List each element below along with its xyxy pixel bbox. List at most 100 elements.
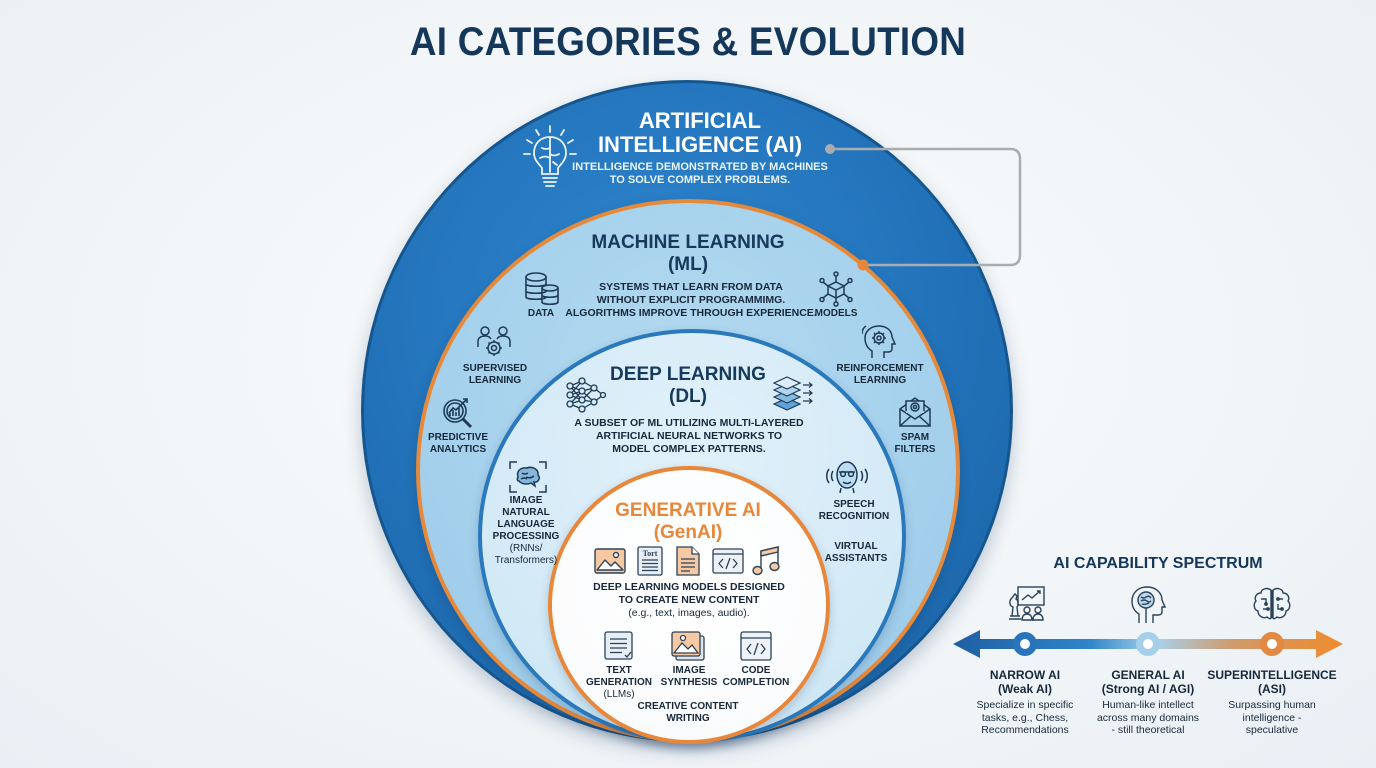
label-subline: Transformers) bbox=[494, 555, 558, 566]
ml-heading-line1: MACHINE LEARNING bbox=[591, 232, 785, 253]
users-gear-icon bbox=[476, 325, 512, 359]
spectrum-stage-general-ai: GENERAL AI (Strong AI / AGI) Human-like … bbox=[1073, 668, 1223, 737]
envelope-at-icon bbox=[898, 396, 932, 428]
document-icon bbox=[676, 546, 700, 576]
genai-heading: GENERATIVE AI (GenAI) bbox=[588, 500, 788, 544]
magnifier-chart-icon bbox=[441, 396, 475, 430]
label-line1: REINFORCEMENT bbox=[836, 363, 924, 374]
image-icon bbox=[594, 548, 626, 574]
dl-desc-line2: ARTIFICIAL NEURAL NETWORKS TO bbox=[595, 430, 783, 442]
spectrum-title: AI CAPABILITY SPECTRUM bbox=[1053, 555, 1263, 572]
dl-item-speech-recognition: SPEECH RECOGNITION bbox=[806, 499, 902, 523]
label-line1: SPAM bbox=[900, 432, 930, 443]
spectrum-arrow bbox=[953, 630, 1343, 658]
dl-description: A SUBSET OF ML UTILIZING MULTI-LAYERED A… bbox=[558, 417, 820, 456]
genai-item-code-completion: CODE COMPLETION bbox=[718, 665, 794, 689]
desc-line: Specialize in specific bbox=[976, 699, 1074, 711]
dl-heading-line2: (DL) bbox=[669, 386, 707, 407]
label-line2: FILTERS bbox=[894, 444, 936, 455]
dl-heading: DEEP LEARNING (DL) bbox=[588, 364, 788, 408]
page-title: AI CATEGORIES & EVOLUTION bbox=[409, 20, 967, 64]
database-icon bbox=[524, 271, 560, 307]
genai-desc-line3: (e.g., text, images, audio). bbox=[628, 607, 750, 619]
desc-line: Surpassing human bbox=[1228, 699, 1316, 711]
stage-description: Surpassing human intelligence - speculat… bbox=[1197, 699, 1347, 737]
desc-line: across many domains bbox=[1096, 711, 1200, 724]
stage-subname: (ASI) bbox=[1258, 682, 1286, 696]
desc-line: speculative bbox=[1245, 724, 1299, 736]
ml-item-spam-filters: SPAM FILTERS bbox=[880, 432, 950, 456]
genai-desc-line2: TO CREATE NEW CONTENT bbox=[618, 594, 760, 606]
dl-desc-line1: A SUBSET OF ML UTILIZING MULTI-LAYERED bbox=[574, 417, 804, 429]
code-window-icon bbox=[740, 631, 772, 661]
label-line: RECOGNITION bbox=[818, 511, 890, 522]
label-line1: TEXT bbox=[606, 665, 632, 676]
label-line2: WRITING bbox=[666, 713, 710, 724]
dl-desc-line3: MODEL COMPLEX PATTERNS. bbox=[612, 443, 766, 455]
label-line1: IMAGE bbox=[672, 665, 706, 676]
ai-heading-line2: INTELLIGENCE (AI) bbox=[597, 132, 803, 157]
ml-desc-line2: WITHOUT EXPLICIT PROGRAMMIMG. bbox=[596, 294, 786, 306]
genai-item-image-synthesis: IMAGE SYNTHESIS bbox=[652, 665, 726, 689]
stage-name: GENERAL AI bbox=[1111, 668, 1185, 682]
ml-desc-line1: SYSTEMS THAT LEARN FROM DATA bbox=[599, 281, 783, 293]
ai-desc-line2: TO SOLVE COMPLEX PROBLEMS. bbox=[609, 174, 791, 186]
label-line2: ANALYTICS bbox=[429, 444, 487, 455]
stage-description: Specialize in specific tasks, e.g., Ches… bbox=[950, 699, 1100, 737]
chess-presentation-icon bbox=[1004, 586, 1046, 622]
label-line1: CODE bbox=[741, 665, 771, 676]
ml-desc-line3: ALGORITHMS IMPROVE THROUGH EXPERIENCE. bbox=[565, 307, 817, 319]
desc-line: tasks, e.g., Chess, bbox=[981, 711, 1069, 724]
label-line: VIRTUAL bbox=[834, 541, 878, 552]
label-line1: SUPERVISED bbox=[462, 363, 528, 374]
ml-item-predictive-analytics: PREDICTIVE ANALYTICS bbox=[418, 432, 498, 456]
brain-circuit-icon bbox=[1253, 587, 1291, 621]
stage-subname: (Weak AI) bbox=[997, 682, 1052, 696]
genai-item-creative-content-writing: CREATIVE CONTENT WRITING bbox=[628, 701, 748, 725]
label-line1: PREDICTIVE bbox=[427, 432, 488, 443]
stage-subname: (Strong AI / AGI) bbox=[1101, 682, 1195, 696]
label-line: PROCESSING bbox=[492, 531, 560, 542]
spectrum-stage-superintelligence: SUPERINTELLIGENCE (ASI) Surpassing human… bbox=[1197, 668, 1347, 737]
music-note-icon bbox=[752, 546, 780, 576]
ai-heading-line1: ARTIFICIAL bbox=[638, 108, 762, 133]
label-line2: SYNTHESIS bbox=[660, 677, 718, 688]
image-stack-icon bbox=[671, 631, 705, 661]
text-icon-label: Tort bbox=[643, 549, 658, 558]
label-line: LANGUAGE bbox=[497, 519, 555, 530]
label-line: ASSISTANTS bbox=[824, 553, 888, 564]
spectrum-stage-narrow-ai: NARROW AI (Weak AI) Specialize in specif… bbox=[950, 668, 1100, 737]
label-line2: LEARNING bbox=[853, 375, 907, 386]
desc-line: intelligence - bbox=[1242, 711, 1302, 724]
ai-heading: ARTIFICIAL INTELLIGENCE (AI) bbox=[560, 109, 840, 157]
genai-heading-line1: GENERATIVE AI bbox=[615, 500, 761, 521]
label-line1: CREATIVE CONTENT bbox=[637, 701, 739, 712]
speaking-head-icon bbox=[822, 459, 872, 495]
network-cube-icon bbox=[818, 271, 854, 307]
brain-scan-icon bbox=[508, 460, 548, 494]
label-line: IMAGE bbox=[509, 495, 543, 506]
head-brain-icon bbox=[1130, 586, 1166, 624]
ml-item-supervised-learning: SUPERVISED LEARNING bbox=[455, 363, 535, 387]
ml-heading-line2: (ML) bbox=[667, 254, 709, 275]
label-line3: (LLMs) bbox=[603, 689, 635, 700]
stage-name: SUPERINTELLIGENCE bbox=[1207, 668, 1337, 682]
desc-line: Human-like intellect bbox=[1102, 699, 1194, 711]
text-document-icon: Tort bbox=[637, 546, 663, 576]
connector-line bbox=[825, 144, 1022, 271]
label-line: NATURAL bbox=[502, 507, 550, 518]
head-gear-icon bbox=[862, 324, 898, 360]
label-line2: LEARNING bbox=[468, 375, 522, 386]
dl-item-virtual-assistants: VIRTUAL ASSISTANTS bbox=[808, 541, 904, 565]
label-line2: GENERATION bbox=[586, 677, 652, 688]
label-line2: COMPLETION bbox=[722, 677, 790, 688]
dl-item-image-nlp: IMAGE NATURAL LANGUAGE PROCESSING (RNNs/… bbox=[476, 495, 576, 567]
genai-desc-line1: DEEP LEARNING MODELS DESIGNED bbox=[593, 581, 785, 593]
ml-item-models: MODELS bbox=[814, 308, 858, 319]
ai-description: INTELLIGENCE DEMONSTRATED BY MACHINES TO… bbox=[560, 161, 840, 187]
genai-item-text-generation: TEXT GENERATION (LLMs) bbox=[582, 665, 656, 701]
desc-line: Recommendations bbox=[981, 724, 1069, 736]
ml-heading: MACHINE LEARNING (ML) bbox=[538, 232, 838, 276]
desc-line: - still theoretical bbox=[1111, 724, 1185, 736]
genai-circle bbox=[548, 466, 830, 744]
